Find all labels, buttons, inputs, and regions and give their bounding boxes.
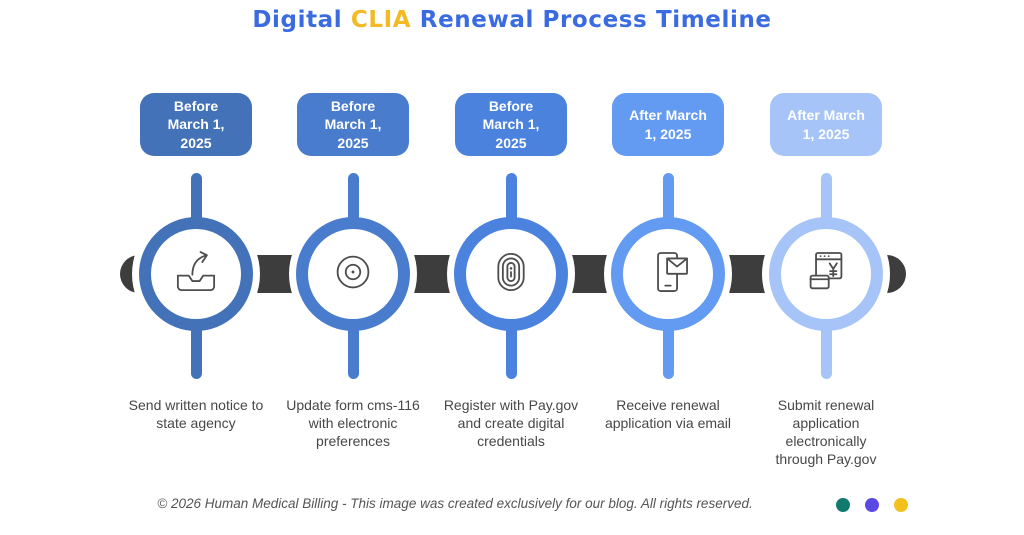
footer-dot-teal [836,498,850,512]
step-icon-slot [639,243,697,306]
step-date-label: After March 1, 2025 [787,107,865,142]
step-date-label: Before March 1, 2025 [167,98,225,151]
step-connector-bottom [820,291,832,379]
step-date-badge: Before March 1, 2025 [140,93,252,156]
step-icon-slot [167,243,225,306]
page-title: Digital CLIA Renewal Process Timeline [0,7,1024,33]
step-circle [454,217,568,331]
step-connector-top [347,173,359,258]
step-connector-top [505,173,517,258]
footer-dot-violet [865,498,879,512]
step-connector-bottom [505,291,517,379]
phone-email-icon [657,251,688,292]
step-circle [769,217,883,331]
step-connector-top [662,173,674,258]
step-description: Update form cms-116 with electronic pref… [286,397,420,449]
step-circle [139,217,253,331]
timeline-step: Before March 1, 2025 Register with Pay.g… [432,93,590,483]
step-icon-slot [797,243,855,306]
step-circle [611,217,725,331]
fingerprint-icon [497,252,525,291]
timeline-step: After March 1, 2025 Receive renewal appl… [589,93,747,483]
step-connector-bottom [347,291,359,379]
send-tray-icon [176,250,216,291]
payment-window-icon [809,251,843,289]
step-date-badge: After March 1, 2025 [770,93,882,156]
step-connector-bottom [190,291,202,379]
step-date-label: Before March 1, 2025 [324,98,382,151]
step-description: Submit renewal application electronicall… [775,397,877,467]
step-description: Register with Pay.gov and create digital… [443,397,579,449]
step-connector-top [190,173,202,258]
footer-copyright: © 2026 Human Medical Billing - This imag… [157,496,753,511]
title-part1: Digital [252,7,351,33]
title-highlight: CLIA [350,7,412,33]
step-date-badge: After March 1, 2025 [612,93,724,156]
timeline-step: Before March 1, 2025 Send written notice… [117,93,275,483]
step-date-label: After March 1, 2025 [629,107,707,142]
footer-dot-yellow [894,498,908,512]
title-part2: Renewal Process Timeline [411,7,772,33]
step-description: Receive renewal application via email [604,397,732,431]
step-date-badge: Before March 1, 2025 [455,93,567,156]
step-connector-top [820,173,832,258]
step-date-label: Before March 1, 2025 [482,98,540,151]
step-icon-slot [324,243,382,306]
disc-icon [336,255,370,288]
step-date-badge: Before March 1, 2025 [297,93,409,156]
step-description: Send written notice to state agency [128,397,264,431]
step-circle [296,217,410,331]
timeline-step: After March 1, 2025 Submit renewal appli… [747,93,905,483]
timeline-step: Before March 1, 2025 Update form cms-116… [274,93,432,483]
step-connector-bottom [662,291,674,379]
step-icon-slot [482,243,540,306]
